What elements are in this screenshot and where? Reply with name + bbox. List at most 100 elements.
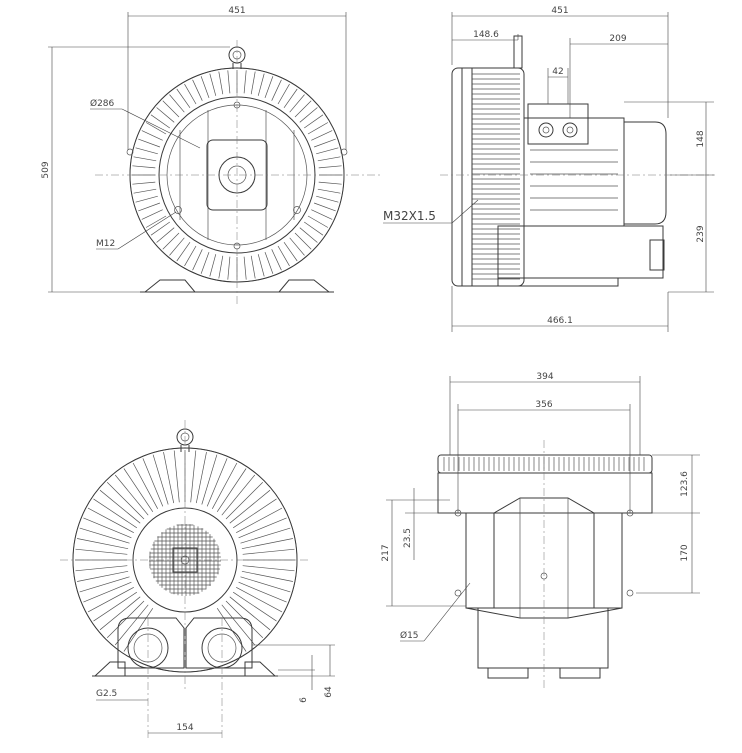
side-view: 451 148.6 209 42 148 239 466.1 M32X1.5 <box>383 6 715 332</box>
top-hole-spacing-dim: 170 <box>680 544 690 561</box>
cooling-fin <box>162 232 180 250</box>
cooling-fin <box>77 570 129 582</box>
cooling-fin <box>225 600 264 639</box>
cooling-fin <box>145 215 167 228</box>
cooling-fin <box>141 209 163 220</box>
cooling-fin <box>241 570 293 582</box>
cooling-fin <box>225 481 264 520</box>
side-box-width-dim: 42 <box>552 67 563 77</box>
cooling-fin <box>200 76 210 99</box>
side-port-thread-dim: M32X1.5 <box>383 209 436 223</box>
cooling-fin <box>184 83 197 105</box>
cooling-fin <box>114 604 149 646</box>
cooling-fin <box>227 70 231 94</box>
cooling-fin <box>106 481 145 520</box>
cooling-fin <box>250 71 256 95</box>
cooling-fin <box>206 458 228 507</box>
top-outer-width-dim: 394 <box>536 372 553 382</box>
cooling-fin <box>277 83 290 105</box>
cooling-fin <box>313 202 336 212</box>
rear-port-spacing-dim: 154 <box>176 723 193 733</box>
cooling-fin <box>250 255 256 279</box>
cooling-fin <box>93 498 137 529</box>
cooling-fin <box>227 256 231 280</box>
cooling-fin <box>184 245 197 267</box>
cooling-fin <box>163 452 175 504</box>
rear-port-height-dim: 64 <box>324 686 334 698</box>
cooling-fin <box>218 255 224 279</box>
cooling-fin <box>83 517 132 539</box>
cooling-fin <box>313 138 336 148</box>
cooling-fin <box>303 114 324 129</box>
cooling-fin <box>257 254 265 277</box>
side-upper-height-dim: 148 <box>696 130 706 147</box>
cooling-fin <box>123 468 154 512</box>
cooling-fin <box>145 122 167 135</box>
cooling-fin <box>241 538 293 550</box>
cooling-fin <box>192 249 203 271</box>
cooling-fin <box>277 245 290 267</box>
cooling-fin <box>87 507 134 534</box>
side-view-cooling-fins <box>472 73 520 280</box>
top-inner-width-dim: 356 <box>535 400 552 410</box>
cooling-fin <box>99 489 141 524</box>
cooling-fin <box>106 600 145 639</box>
cooling-fin <box>132 462 159 509</box>
cooling-fin <box>138 138 161 148</box>
cooling-fin <box>135 195 158 203</box>
cooling-fin <box>238 517 287 539</box>
cooling-fin <box>229 489 271 524</box>
cooling-fin <box>211 462 238 509</box>
top-side-height-dim: 123.6 <box>680 471 690 497</box>
top-body-height-dim: 217 <box>381 544 391 561</box>
cooling-fin <box>299 107 318 123</box>
cooling-fin <box>236 586 283 613</box>
cooling-fin <box>135 147 158 155</box>
cooling-fin <box>209 254 217 277</box>
cooling-fin <box>162 100 180 118</box>
cooling-fin <box>209 73 217 96</box>
cooling-fin <box>75 548 128 555</box>
cooling-fin <box>169 237 185 256</box>
cooling-fin <box>79 576 130 593</box>
cooling-fin <box>294 232 312 250</box>
cooling-fin <box>257 73 265 96</box>
cooling-fin <box>99 596 141 631</box>
side-width-dim: 451 <box>551 6 568 16</box>
cooling-fin <box>317 188 341 194</box>
cooling-fin <box>316 147 339 155</box>
cooling-fin <box>150 221 171 236</box>
side-lower-height-dim: 239 <box>696 225 706 242</box>
rear-view: G2.5 154 6 64 <box>60 420 335 740</box>
cooling-fin <box>271 249 282 271</box>
front-thread-dim: M12 <box>96 239 115 249</box>
cooling-fin <box>114 474 149 516</box>
cooling-fin <box>289 237 305 256</box>
cooling-fin <box>133 188 157 194</box>
cooling-fin <box>264 251 274 274</box>
cooling-fin <box>156 107 175 123</box>
cooling-fin <box>201 454 218 505</box>
cooling-fin <box>176 88 191 109</box>
cooling-fin <box>190 450 197 503</box>
cooling-fin <box>317 156 341 162</box>
cooling-fin <box>77 538 129 550</box>
cooling-fin <box>132 165 156 169</box>
cooling-fin <box>218 71 224 95</box>
cooling-fin <box>150 114 171 129</box>
cooling-fin <box>242 565 295 572</box>
top-hole-dia-dim: Ø15 <box>400 630 419 641</box>
cooling-fin <box>240 576 291 593</box>
cooling-fin <box>283 241 298 262</box>
cooling-fin <box>307 215 329 228</box>
cooling-fin <box>238 581 287 603</box>
cooling-fin <box>141 130 163 141</box>
front-height-dim: 509 <box>41 161 51 178</box>
cooling-fin <box>318 181 342 185</box>
rear-port-dim: G2.5 <box>96 689 117 699</box>
cooling-fin <box>229 596 271 631</box>
cooling-fin <box>152 454 169 505</box>
cooling-fin <box>283 88 298 109</box>
cooling-fin <box>87 586 134 613</box>
